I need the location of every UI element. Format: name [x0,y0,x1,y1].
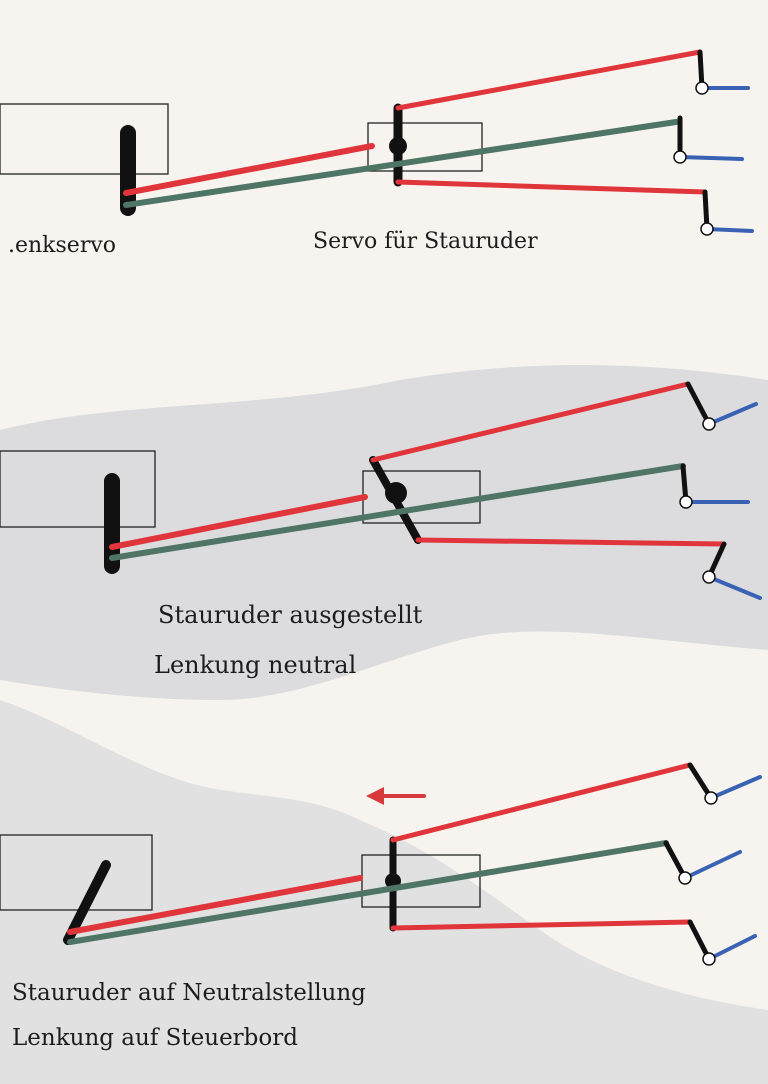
rudder-upper-pivot [695,81,709,95]
rudder-lower-rudder-blade [707,575,762,600]
upper-rod-red [395,49,703,111]
center-pushrod-green [123,119,679,208]
stauruder-servo-shaft [389,137,407,155]
steering-pushrod-red [109,494,368,550]
panel3-caption-line1: Stauruder auf Neutralstellung [12,980,366,1006]
steering-pushrod-red [67,875,363,935]
rudder-middle-rudder-blade [678,155,744,161]
lenkservo-housing [0,103,169,175]
panel-steering-starboard [0,762,762,966]
rudder-middle-pivot [673,150,687,164]
rudder-lower-pivot [702,952,716,966]
lenkservo-housing [0,834,153,911]
panel-stauruder-deflected [0,381,762,600]
rudder-upper-pivot [704,791,718,805]
rudder-lower-pivot [702,570,716,584]
rudder-middle-pivot [679,495,693,509]
panel-neutral [0,49,754,236]
lenkservo-caption: .enkservo [8,233,117,258]
upper-rod-red [370,381,691,463]
stauruder-servo-housing [361,854,481,908]
rudder-lower-rudder-blade [707,934,757,961]
upper-rod-red [390,762,693,843]
lower-rod-red [395,179,708,195]
rudder-lower-tiller-arm [687,919,712,962]
rudder-upper-rudder-blade [709,775,762,800]
center-pushrod-green [67,840,669,945]
rudder-middle-pivot [678,871,692,885]
rudder-middle-rudder-blade [683,850,742,880]
shadow-shape-upper [0,365,768,700]
stauruder-servo-caption: Servo für Stauruder [313,229,538,254]
center-pushrod-green [109,463,686,561]
rudder-upper-pivot [702,417,716,431]
rudder-lower-rudder-blade [705,227,754,233]
rudder-upper-tiller-arm [685,381,712,427]
direction-arrow-head [366,787,384,805]
rudder-lower-pivot [700,222,714,236]
stauruder-servo-shaft [385,482,407,504]
lower-rod-red [415,537,727,547]
panel3-caption-line2: Lenkung auf Steuerbord [12,1025,298,1051]
panel2-caption-line1: Stauruder ausgestellt [158,601,423,629]
lenkservo-housing [0,450,156,528]
steering-pushrod-red [123,143,375,196]
rudder-upper-rudder-blade [707,402,758,426]
lower-rod-red [390,919,693,931]
lenkservo-horn [63,860,111,945]
panel2-caption-line2: Lenkung neutral [154,651,357,679]
